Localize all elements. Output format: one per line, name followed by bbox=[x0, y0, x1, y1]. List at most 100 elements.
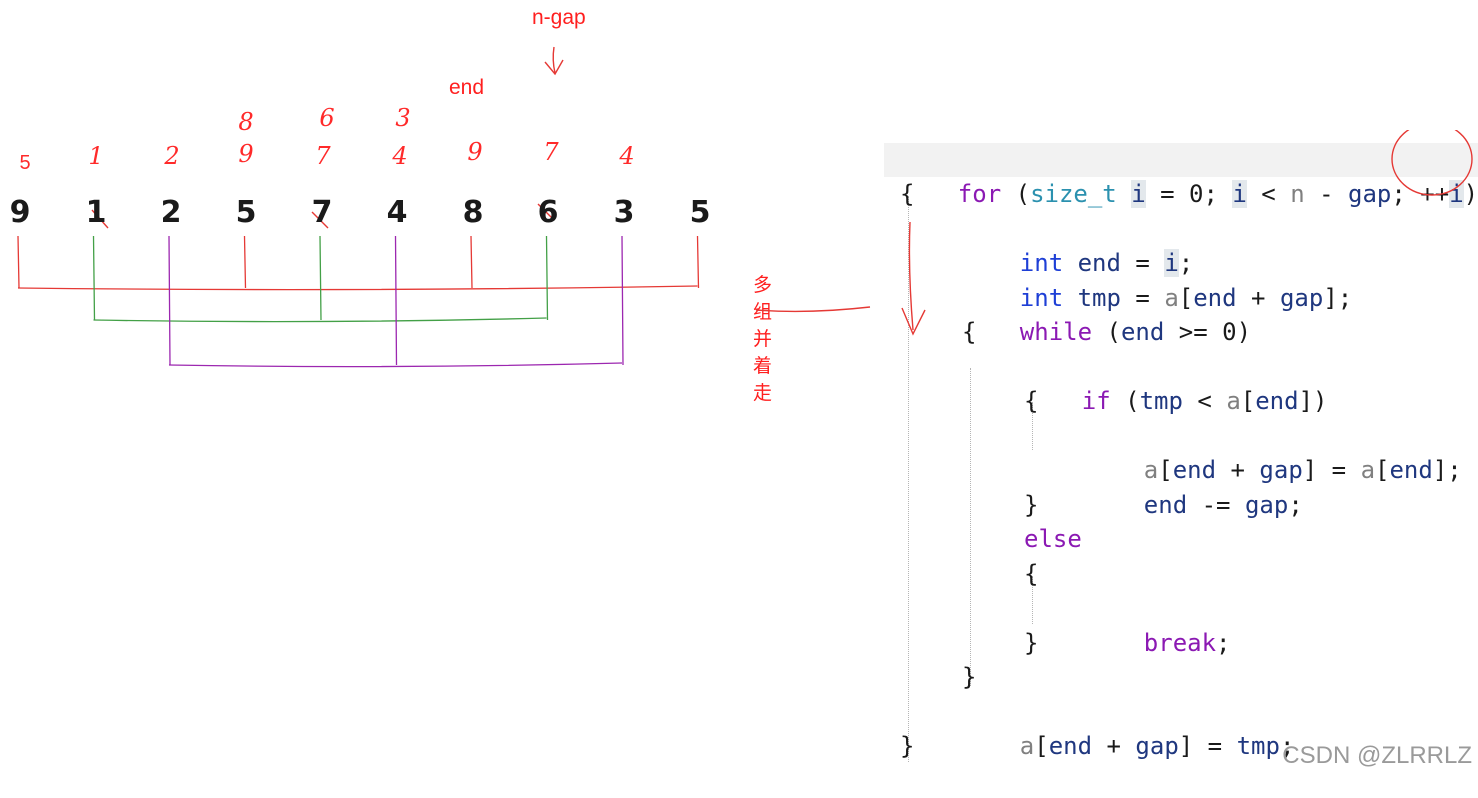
punct: ]; bbox=[1432, 456, 1462, 484]
identifier: tmp bbox=[1077, 283, 1121, 312]
parameter: a bbox=[1226, 387, 1241, 415]
handwritten-value: 4 bbox=[392, 142, 408, 170]
identifier: gap bbox=[1259, 456, 1303, 484]
parameter: a bbox=[1143, 456, 1159, 484]
identifier: end bbox=[1077, 249, 1121, 277]
group-connector-0 bbox=[17, 235, 700, 291]
identifier: tmp bbox=[1236, 732, 1280, 760]
code-line: } bbox=[884, 488, 1478, 523]
group-connector-lines bbox=[17, 235, 700, 368]
punct: ( bbox=[1001, 180, 1031, 208]
code-line: } bbox=[884, 626, 1478, 661]
indent-guide bbox=[908, 196, 909, 762]
identifier: gap bbox=[1244, 490, 1289, 519]
code-line: } bbox=[884, 660, 1478, 695]
operator: < bbox=[1182, 387, 1227, 415]
code-line: } bbox=[884, 729, 1478, 764]
punct: ; bbox=[1216, 628, 1231, 657]
handwritten-value-top: 3 bbox=[395, 104, 411, 132]
keyword: if bbox=[1081, 387, 1111, 415]
down-arrow-head bbox=[901, 307, 926, 336]
code-line: int end = i; bbox=[884, 212, 1478, 277]
code-annotation-strokes bbox=[901, 130, 1473, 336]
operator: = bbox=[1120, 249, 1165, 277]
punct: ; bbox=[1178, 249, 1194, 277]
handwritten-value: 5 bbox=[19, 152, 31, 174]
punct: ) bbox=[1236, 318, 1252, 346]
brace: { bbox=[962, 318, 977, 346]
type-name: size_t bbox=[1030, 180, 1117, 208]
number: 0 bbox=[1222, 318, 1237, 346]
array-element: 1 bbox=[85, 195, 107, 230]
identifier: end bbox=[1143, 490, 1188, 519]
increment-circle bbox=[1391, 130, 1473, 196]
code-line: break; bbox=[884, 591, 1478, 657]
operator: = bbox=[1120, 283, 1165, 312]
array-element: 9 bbox=[9, 195, 31, 230]
identifier: end bbox=[1120, 318, 1165, 346]
array-element: 5 bbox=[235, 195, 257, 230]
array-element: 7 bbox=[311, 195, 333, 230]
punct: ] = bbox=[1302, 456, 1361, 484]
operator: -= bbox=[1187, 490, 1245, 519]
punct: ] = bbox=[1178, 732, 1237, 760]
watermark: CSDN @ZLRRLZ bbox=[1282, 742, 1472, 769]
punct: ; bbox=[1288, 490, 1303, 519]
punct: [ bbox=[1375, 456, 1390, 484]
brace: } bbox=[962, 663, 977, 691]
punct: ( bbox=[1092, 318, 1121, 346]
operator: >= bbox=[1164, 318, 1223, 346]
code-line: else bbox=[884, 522, 1478, 557]
code-line-highlighted: for (size_t i = 0; i < n - gap; ++i) bbox=[884, 142, 1478, 208]
keyword: int bbox=[1019, 249, 1064, 277]
identifier: i bbox=[1131, 180, 1146, 208]
brace: } bbox=[1024, 628, 1039, 657]
parameter: a bbox=[1019, 732, 1035, 760]
strike-mark bbox=[311, 211, 329, 229]
down-arrow-shaft bbox=[908, 221, 914, 331]
operator: + bbox=[1216, 456, 1260, 484]
code-line: { bbox=[884, 557, 1478, 592]
identifier: gap bbox=[1348, 180, 1392, 208]
operator: + bbox=[1092, 732, 1136, 760]
code-line: end -= gap; bbox=[884, 453, 1478, 519]
operator: < bbox=[1246, 180, 1291, 208]
identifier: end bbox=[1048, 732, 1093, 760]
punct: [ bbox=[1158, 456, 1173, 484]
strike-mark bbox=[537, 203, 553, 219]
array-element: 6 bbox=[537, 195, 559, 230]
end-label: end bbox=[449, 76, 485, 99]
gap-group-diagram: n-gap end 9 1 2 5 7 4 8 6 3 5 5 1 2 9 7 … bbox=[9, 6, 772, 404]
identifier: end bbox=[1172, 456, 1217, 484]
handwritten-value: 7 bbox=[543, 138, 559, 166]
array-element: 8 bbox=[462, 195, 484, 230]
n-gap-arrow-shaft bbox=[552, 46, 556, 74]
identifier: tmp bbox=[1139, 387, 1183, 415]
array-element: 2 bbox=[160, 195, 182, 230]
handwritten-value: 9 bbox=[238, 140, 254, 168]
code-line: { bbox=[884, 315, 1478, 350]
n-gap-label: n-gap bbox=[532, 6, 586, 29]
code-line: { bbox=[884, 177, 1478, 212]
identifier: i bbox=[1164, 249, 1179, 277]
handwritten-value: 2 bbox=[164, 142, 180, 170]
code-line: a[end + gap] = a[end]; bbox=[884, 419, 1478, 484]
operator: + bbox=[1236, 283, 1280, 312]
brace: { bbox=[1024, 387, 1039, 415]
operator: - bbox=[1304, 180, 1349, 208]
code-line: if (tmp < a[end]) bbox=[884, 350, 1478, 415]
strike-mark bbox=[91, 209, 109, 229]
brace: { bbox=[1024, 559, 1039, 588]
handwritten-value-top: 6 bbox=[319, 104, 335, 132]
annotation-strokes bbox=[17, 46, 700, 368]
handwritten-value: 1 bbox=[88, 142, 104, 170]
identifier: end bbox=[1193, 283, 1237, 312]
indent-guide bbox=[1032, 576, 1033, 624]
handwritten-value-top: 8 bbox=[238, 108, 254, 136]
identifier: gap bbox=[1279, 283, 1324, 312]
n-gap-arrow-head bbox=[544, 59, 564, 76]
indent-guide bbox=[1032, 402, 1033, 450]
keyword: break bbox=[1143, 628, 1217, 657]
group-connector-1 bbox=[92, 235, 549, 323]
punct: [ bbox=[1034, 732, 1049, 760]
